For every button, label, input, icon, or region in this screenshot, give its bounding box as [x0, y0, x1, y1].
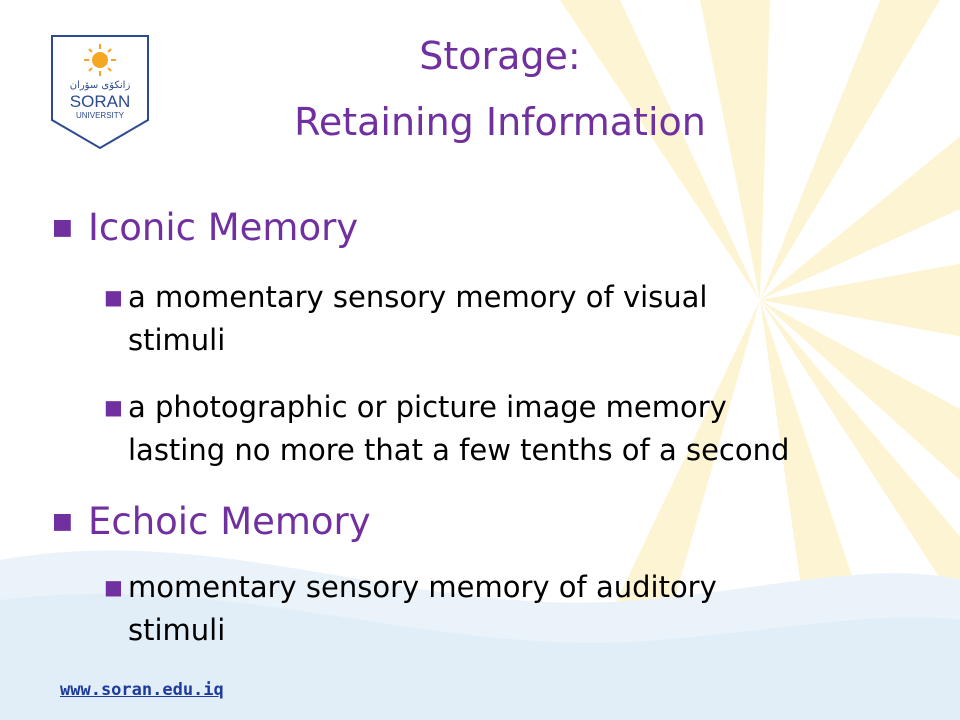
- sub-bullet-line1: a momentary sensory memory of visual: [128, 280, 708, 314]
- square-bullet-icon: ■: [104, 395, 123, 419]
- square-bullet-icon: ■: [52, 509, 73, 534]
- sun-icon: [84, 44, 116, 76]
- square-bullet-icon: ■: [104, 575, 123, 599]
- logo-arabic-text: زانكۆی سۆران: [70, 80, 131, 91]
- bullet-label: Iconic Memory: [88, 206, 359, 249]
- sub-bullet-line2: stimuli: [128, 613, 226, 647]
- bullet-label: Echoic Memory: [88, 500, 371, 543]
- logo-name: SORAN: [70, 92, 130, 111]
- sub-bullet-line2: stimuli: [128, 323, 226, 357]
- square-bullet-icon: ■: [52, 215, 73, 240]
- logo-shield: زانكۆی سۆران SORAN UNIVERSITY: [51, 35, 149, 150]
- sub-bullet-line1: momentary sensory memory of auditory: [128, 570, 717, 604]
- soran-university-logo: زانكۆی سۆران SORAN UNIVERSITY: [48, 32, 152, 152]
- sub-bullet-line1: a photographic or picture image memory: [128, 390, 727, 424]
- slide-title-line1: Storage:: [419, 34, 581, 78]
- logo-subtitle: UNIVERSITY: [76, 111, 125, 120]
- website-link[interactable]: www.soran.edu.iq: [60, 680, 224, 700]
- sub-bullet-line2: lasting no more that a few tenths of a s…: [128, 433, 790, 467]
- slide-title-line2: Retaining Information: [294, 100, 706, 144]
- square-bullet-icon: ■: [104, 285, 123, 309]
